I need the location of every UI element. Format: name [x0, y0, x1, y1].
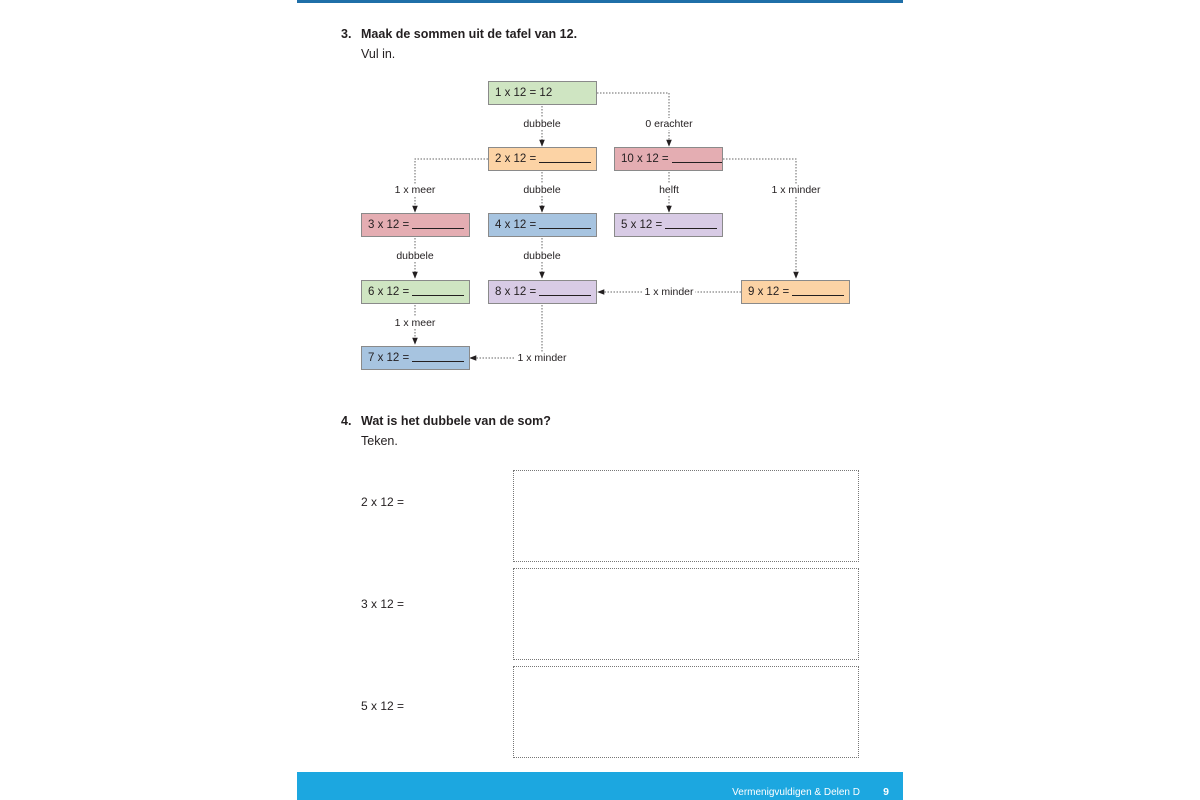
box-8x12-text: 8 x 12 = — [495, 286, 537, 298]
label-dubbele: dubbele — [521, 118, 563, 130]
box-6x12: 6 x 12 = — [361, 280, 470, 304]
box-7x12: 7 x 12 = — [361, 346, 470, 370]
box-3x12-text: 3 x 12 = — [368, 219, 410, 231]
question-3-instruction: Vul in. — [361, 47, 396, 61]
answer-blank-10x12[interactable] — [671, 149, 722, 163]
box-10x12: 10 x 12 = — [614, 147, 723, 171]
box-5x12: 5 x 12 = — [614, 213, 723, 237]
label-dubbele: dubbele — [521, 184, 563, 196]
footer-book-title: Vermenigvuldigen & Delen D — [732, 787, 860, 798]
answer-blank-6x12[interactable] — [412, 282, 465, 296]
footer-page-number: 9 — [883, 786, 889, 798]
box-7x12-text: 7 x 12 = — [368, 352, 410, 364]
box-4x12: 4 x 12 = — [488, 213, 597, 237]
box-3x12: 3 x 12 = — [361, 213, 470, 237]
answer-blank-7x12[interactable] — [412, 348, 465, 362]
draw-row-label-2x12: 2 x 12 = — [361, 495, 405, 509]
answer-blank-2x12[interactable] — [539, 149, 592, 163]
question-4-number: 4. — [341, 414, 352, 428]
drawing-area-2x12[interactable] — [513, 470, 859, 562]
box-2x12-text: 2 x 12 = — [495, 153, 537, 165]
question-3-title: Maak de sommen uit de tafel van 12. — [361, 27, 578, 41]
question-4-title: Wat is het dubbele van de som? — [361, 414, 551, 428]
label-1x-minder: 1 x minder — [642, 286, 696, 298]
drawing-area-3x12[interactable] — [513, 568, 859, 660]
label-0-erachter: 0 erachter — [643, 118, 695, 130]
answer-blank-8x12[interactable] — [539, 282, 592, 296]
drawing-area-5x12[interactable] — [513, 666, 859, 758]
box-5x12-text: 5 x 12 = — [621, 219, 663, 231]
label-1x-meer: 1 x meer — [392, 184, 438, 196]
label-dubbele: dubbele — [394, 250, 436, 262]
label-1x-minder: 1 x minder — [515, 352, 569, 364]
box-9x12: 9 x 12 = — [741, 280, 850, 304]
box-1x12: 1 x 12 = 12 — [488, 81, 597, 105]
answer-blank-9x12[interactable] — [792, 282, 845, 296]
question-3-number: 3. — [341, 27, 352, 41]
label-1x-meer: 1 x meer — [392, 317, 438, 329]
box-6x12-text: 6 x 12 = — [368, 286, 410, 298]
box-9x12-text: 9 x 12 = — [748, 286, 790, 298]
box-8x12: 8 x 12 = — [488, 280, 597, 304]
top-rule — [297, 0, 903, 3]
box-1x12-text: 1 x 12 = 12 — [495, 87, 553, 99]
label-helft: helft — [657, 184, 681, 196]
page-footer: Vermenigvuldigen & Delen D 9 — [297, 772, 903, 800]
label-1x-minder: 1 x minder — [769, 184, 823, 196]
answer-blank-3x12[interactable] — [412, 215, 465, 229]
box-2x12: 2 x 12 = — [488, 147, 597, 171]
label-dubbele: dubbele — [521, 250, 563, 262]
answer-blank-4x12[interactable] — [539, 215, 592, 229]
box-10x12-text: 10 x 12 = — [621, 153, 669, 165]
answer-blank-5x12[interactable] — [665, 215, 718, 229]
draw-row-label-3x12: 3 x 12 = — [361, 597, 405, 611]
box-4x12-text: 4 x 12 = — [495, 219, 537, 231]
question-4-instruction: Teken. — [361, 434, 398, 448]
draw-row-label-5x12: 5 x 12 = — [361, 699, 405, 713]
